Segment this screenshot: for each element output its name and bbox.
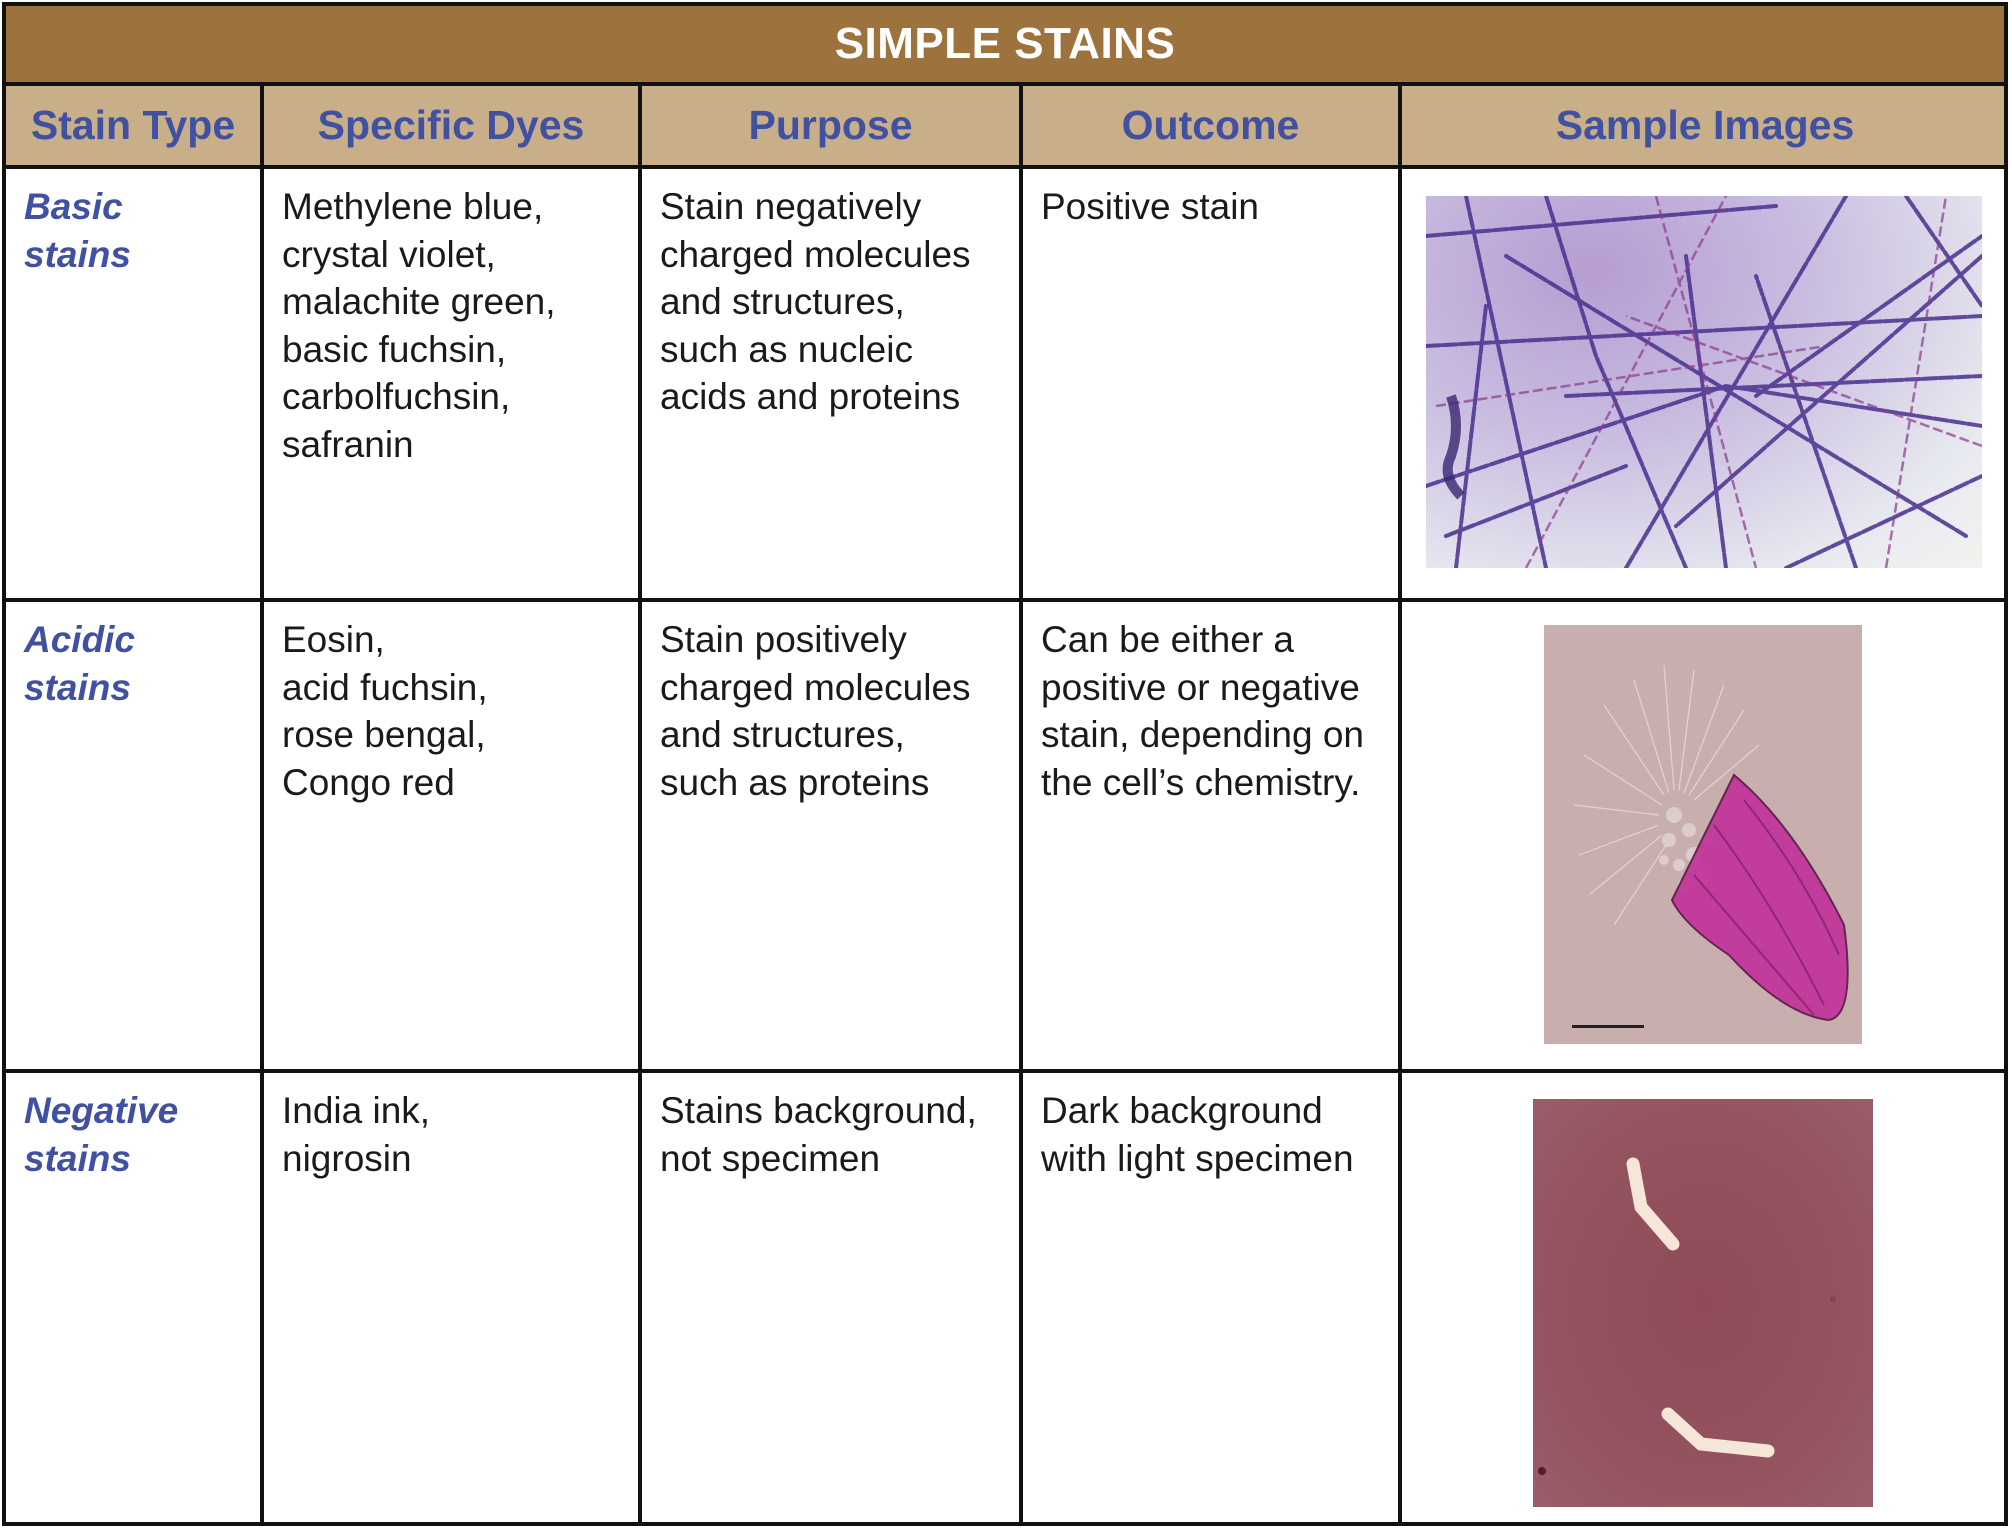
stain-type-cell: Negative stains bbox=[6, 1073, 260, 1526]
column-header-outcome: Outcome bbox=[1121, 102, 1300, 148]
stain-type-line: Basic bbox=[24, 186, 123, 227]
purpose-line: not specimen bbox=[660, 1137, 881, 1179]
outcome-line: Positive stain bbox=[1041, 186, 1259, 227]
dye-line: India ink, bbox=[282, 1090, 431, 1131]
purpose-line: Stain negatively bbox=[660, 186, 922, 227]
purpose-line: and structures, bbox=[660, 281, 905, 322]
outcome-line: stain, depending on bbox=[1041, 714, 1364, 755]
outcome-line: with light specimen bbox=[1041, 1137, 1354, 1179]
stain-type-line: stains bbox=[24, 666, 131, 708]
column-divider bbox=[1398, 86, 1402, 1522]
outcome-line: positive or negative bbox=[1041, 666, 1360, 708]
column-header-sample-images: Sample Images bbox=[1555, 102, 1855, 148]
negative-stained-bacteria-image bbox=[1538, 1157, 1836, 1475]
dye-line: Eosin, bbox=[282, 619, 385, 660]
outcome-line: the cell’s chemistry. bbox=[1041, 761, 1361, 803]
column-divider bbox=[1019, 86, 1023, 1522]
dye-line: safranin bbox=[282, 423, 414, 465]
dye-line: acid fuchsin, bbox=[282, 666, 488, 708]
dye-line: crystal violet, bbox=[282, 233, 496, 275]
filamentous-bacteria-image bbox=[1426, 196, 1982, 568]
dye-line: carbolfuchsin, bbox=[282, 376, 511, 417]
column-divider bbox=[260, 86, 264, 1522]
column-divider bbox=[638, 86, 642, 1522]
sample-image-basic-stain bbox=[1426, 196, 1982, 568]
outcome-cell: Can be either a positive or negative sta… bbox=[1023, 602, 1402, 1069]
purpose-line: such as proteins bbox=[660, 761, 930, 803]
stain-type-cell: Basic stains bbox=[6, 169, 260, 598]
specific-dyes-cell: Methylene blue, crystal violet, malachit… bbox=[264, 169, 642, 598]
ciliate-image bbox=[1572, 664, 1849, 1028]
dye-line: basic fuchsin, bbox=[282, 328, 507, 370]
purpose-line: acids and proteins bbox=[660, 376, 961, 417]
specific-dyes-cell: Eosin, acid fuchsin, rose bengal, Congo … bbox=[264, 602, 642, 1069]
purpose-cell: Stains background, not specimen bbox=[642, 1073, 1023, 1526]
table-row-basic-stains: Basic stains Methylene blue, crystal vio… bbox=[6, 169, 2004, 602]
purpose-line: charged molecules bbox=[660, 233, 971, 275]
table-row-negative-stains: Negative stains India ink, nigrosin Stai… bbox=[6, 1073, 2004, 1526]
dye-line: Methylene blue, bbox=[282, 186, 544, 227]
stain-type-line: stains bbox=[24, 1137, 131, 1179]
purpose-cell: Stain negatively charged molecules and s… bbox=[642, 169, 1023, 598]
stain-type-line: stains bbox=[24, 233, 131, 275]
column-header-stain-type: Stain Type bbox=[30, 102, 236, 148]
table-row-acidic-stains: Acidic stains Eosin, acid fuchsin, rose … bbox=[6, 602, 2004, 1073]
purpose-line: Stains background, bbox=[660, 1090, 977, 1131]
specific-dyes-cell: India ink, nigrosin bbox=[264, 1073, 642, 1526]
outcome-line: Dark background bbox=[1041, 1090, 1323, 1131]
column-header-specific-dyes: Specific Dyes bbox=[317, 102, 585, 148]
column-header-row: Stain Type Specific Dyes Purpose Outcome… bbox=[6, 86, 2004, 169]
outcome-cell: Dark background with light specimen bbox=[1023, 1073, 1402, 1526]
column-header-purpose: Purpose bbox=[748, 102, 913, 148]
stain-type-line: Acidic bbox=[24, 619, 136, 660]
dye-line: nigrosin bbox=[282, 1137, 412, 1179]
purpose-line: such as nucleic bbox=[660, 328, 913, 370]
sample-image-negative-stain bbox=[1533, 1099, 1873, 1507]
outcome-line: Can be either a bbox=[1041, 619, 1295, 660]
purpose-line: and structures, bbox=[660, 714, 905, 755]
table-title: SIMPLE STAINS bbox=[6, 6, 2004, 86]
purpose-cell: Stain positively charged molecules and s… bbox=[642, 602, 1023, 1069]
stain-type-line: Negative bbox=[24, 1090, 179, 1131]
stain-type-cell: Acidic stains bbox=[6, 602, 260, 1069]
purpose-line: charged molecules bbox=[660, 666, 971, 708]
dye-line: malachite green, bbox=[282, 281, 556, 322]
outcome-cell: Positive stain bbox=[1023, 169, 1402, 598]
purpose-line: Stain positively bbox=[660, 619, 907, 660]
dye-line: rose bengal, bbox=[282, 714, 486, 755]
dye-line: Congo red bbox=[282, 761, 455, 803]
sample-image-acidic-stain bbox=[1544, 625, 1862, 1044]
